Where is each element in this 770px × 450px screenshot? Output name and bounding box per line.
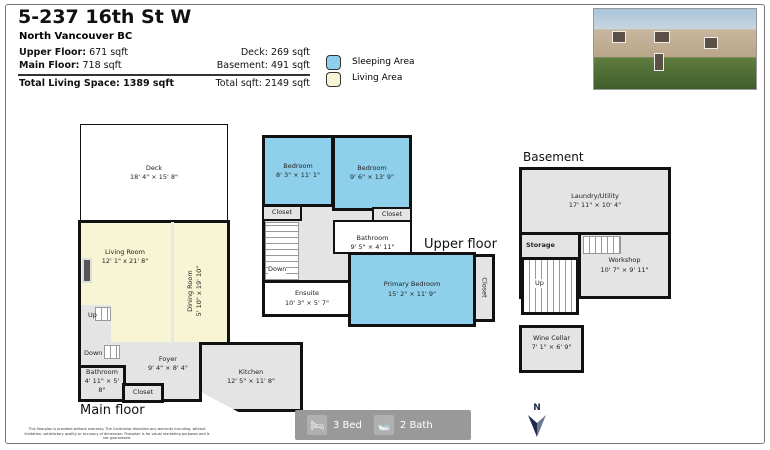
legend-sleeping-swatch: [326, 55, 341, 70]
legend-living-swatch: [326, 72, 341, 87]
room-dim: 10' 7" × 9' 11": [600, 265, 649, 274]
total-sqft-stat: Total sqft: 2149 sqft: [215, 78, 310, 89]
room-name: Closet: [271, 208, 293, 217]
room-name: Laundry/Utility: [571, 191, 619, 200]
main-floor-value: 718 sqft: [82, 60, 122, 71]
basement-stat: Basement: 491 sqft: [216, 60, 310, 71]
stairs-down-label: Down: [268, 265, 287, 275]
baths-count: 2 Bath: [399, 419, 433, 431]
room-dim: 4' 11" × 5' 8": [84, 377, 120, 395]
deck-stat: Deck: 269 sqft: [240, 47, 310, 58]
stairs-workshop[interactable]: [583, 236, 621, 254]
room-wine-cellar: Wine Cellar 7' 1" × 6' 9": [519, 325, 584, 373]
room-dim: 7' 1" × 6' 9": [531, 343, 572, 352]
divider: [171, 222, 174, 344]
room-closet-primary: Closet: [473, 254, 495, 322]
room-storage: Storage: [526, 241, 555, 249]
room-dim: 10' 3" × 5' 7": [285, 298, 329, 307]
disclaimer: This floorplan is provided without warra…: [24, 427, 210, 441]
bath-icon: 🛁: [373, 415, 394, 435]
stairs-up-basement[interactable]: [521, 257, 579, 315]
room-dim: 12' 1" x 21' 8": [101, 257, 149, 266]
room-name: Wine Cellar: [532, 334, 571, 342]
room-name: Bathroom: [356, 233, 389, 242]
basement-label: Basement: [523, 150, 584, 164]
stairs-up-label: Up: [535, 279, 544, 289]
upper-floor-stat: Upper Floor: 671 sqft: [19, 47, 128, 58]
room-name: Closet: [480, 277, 489, 299]
fireplace-icon: [82, 258, 92, 283]
stairs-up[interactable]: [95, 307, 111, 321]
room-dim: 12' 5" × 11' 8": [226, 377, 276, 385]
room-dim: 17' 11" × 10' 4": [568, 201, 622, 209]
stairs-down[interactable]: [104, 345, 120, 359]
room-dim: 9' 6" × 13' 9": [350, 173, 394, 181]
upper-floor-value: 671 sqft: [89, 47, 129, 58]
room-bedroom-1: Bedroom 8' 3" × 11' 1": [262, 135, 334, 207]
room-name: Living Room: [105, 248, 145, 256]
foyer-label: Foyer 9' 4" × 8' 4": [148, 355, 188, 373]
room-name: Primary Bedroom: [383, 280, 441, 289]
room-name: Bedroom: [357, 163, 387, 172]
summary-badge: 🛏 3 Bed 🛁 2 Bath: [295, 410, 471, 440]
room-dim: 9' 5" × 4' 11": [350, 242, 395, 251]
room-name: Bathroom: [86, 368, 118, 376]
beds-count: 3 Bed: [333, 419, 362, 431]
room-name: Ensuite: [294, 289, 320, 298]
address-title: 5-237 16th St W: [18, 6, 192, 28]
page-frame: [5, 4, 765, 444]
room-name: Deck: [145, 163, 163, 172]
compass: N: [522, 403, 552, 439]
room-name: Foyer: [158, 355, 177, 363]
room-name: Bedroom: [283, 161, 313, 170]
room-laundry: Laundry/Utility 17' 11" × 10' 4": [519, 167, 671, 235]
room-name: Workshop: [608, 256, 641, 265]
room-name: Dining Room: [185, 270, 194, 312]
stairs-up-label: Up: [88, 311, 97, 319]
total-living-stat: Total Living Space: 1389 sqft: [19, 78, 175, 89]
room-bathroom: Bathroom 4' 11" × 5' 8": [78, 365, 126, 402]
legend-sleeping-label: Sleeping Area: [352, 57, 415, 67]
room-closet-main: Closet: [122, 383, 164, 403]
room-dim: 8' 3" × 11' 1": [276, 171, 320, 179]
room-bedroom-2: Bedroom 9' 6" × 13' 9": [332, 135, 412, 211]
living-label: Living Room 12' 1" x 21' 8": [90, 248, 160, 266]
room-ensuite: Ensuite 10' 3" × 5' 7": [262, 280, 352, 317]
property-photo: [593, 8, 757, 90]
room-name: Closet: [132, 388, 154, 397]
upper-floor-label: Upper floor: [424, 237, 497, 252]
room-name: Closet: [381, 209, 403, 218]
city: North Vancouver BC: [19, 31, 133, 42]
legend-living-label: Living Area: [352, 73, 403, 83]
room-closet-bed1: Closet: [262, 205, 302, 221]
main-floor-label: Main floor: [80, 403, 145, 418]
room-deck: Deck 18' 4" × 15' 8": [80, 124, 228, 222]
main-floor-stat: Main Floor: 718 sqft: [19, 60, 122, 71]
room-name: Kitchen: [238, 367, 264, 376]
room-dim: 5' 10" x 19' 10": [195, 265, 203, 317]
room-dim: 18' 4" × 15' 8": [129, 173, 179, 181]
bed-icon: 🛏: [307, 415, 327, 435]
compass-n: N: [533, 403, 541, 413]
stairs-down-label: Down: [84, 349, 103, 357]
room-bathroom-upper: Bathroom 9' 5" × 4' 11": [333, 220, 412, 254]
divider: [18, 74, 310, 76]
compass-arrow-icon: [528, 415, 546, 437]
room-primary-bedroom: Primary Bedroom 15' 2" × 11' 9": [348, 252, 476, 327]
room-dim: 15' 2" × 11' 9": [387, 289, 437, 298]
room-dim: 9' 4" × 8' 4": [148, 364, 188, 373]
upper-floor-label: Upper Floor:: [19, 47, 87, 58]
main-floor-label: Main Floor:: [19, 60, 80, 71]
